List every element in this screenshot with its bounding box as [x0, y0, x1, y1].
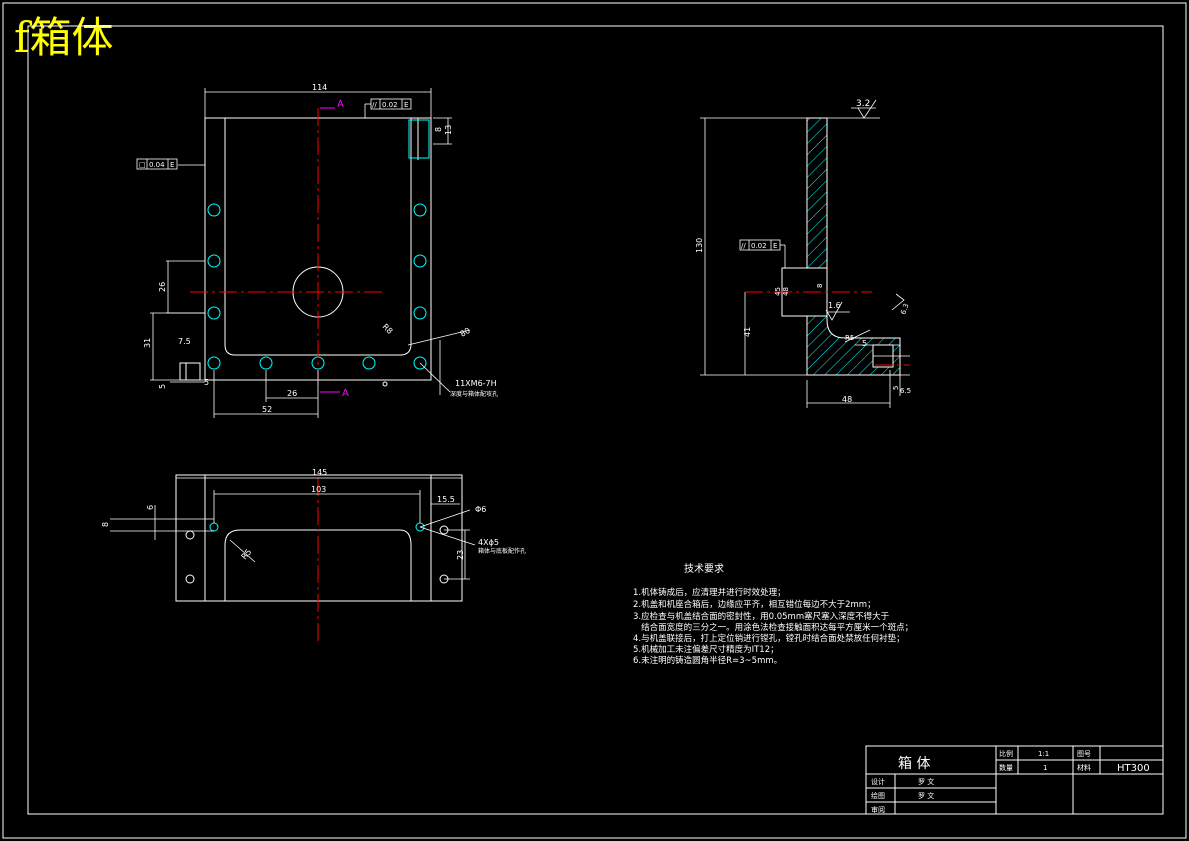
section-mark-top: A	[337, 99, 344, 110]
dim-front-5a: 5	[158, 384, 167, 389]
roughness-top: 3.2	[851, 99, 877, 119]
dim-front-8: 8	[434, 127, 443, 132]
dim-bottom-15-5: 15.5	[437, 495, 455, 504]
tech-requirements: 技术要求 1.机体铸成后，应清理并进行时效处理； 2.机盖和机座合箱后，边缘应平…	[633, 562, 913, 666]
inner-frame	[27, 25, 1164, 815]
tb-reviewer-label: 审阅	[871, 805, 885, 814]
front-dimensions	[150, 88, 471, 418]
dim-bottom-23: 23	[456, 550, 465, 560]
section-mark-bottom: A	[342, 388, 349, 399]
dim-section-45: 45	[774, 287, 782, 296]
tol-section-par-datum: E	[773, 242, 777, 250]
tol-front-flat-value: 0.04	[149, 161, 165, 169]
dim-bottom-phi6: Φ6	[475, 505, 486, 514]
tech-heading: 技术要求	[684, 562, 724, 575]
tol-front-par-datum: E	[404, 101, 408, 109]
tb-qty-value: 1	[1043, 764, 1047, 772]
tb-designer-name: 罗 文	[918, 777, 934, 786]
tech-line-7: 6.未注明的铸造圆角半径R=3~5mm。	[633, 655, 782, 666]
bottom-view	[175, 474, 463, 602]
tb-material-value: HT300	[1117, 763, 1150, 774]
tech-line-5: 4.与机盖联接后，打上定位销进行镗孔，镗孔时结合面处禁放任何衬垫；	[633, 633, 905, 644]
dim-section-48h: 48	[842, 395, 852, 404]
tb-drafter-name: 罗 文	[918, 791, 934, 800]
bottom-dimensions	[110, 477, 476, 580]
tap-note: 11XM6-7H	[455, 379, 497, 388]
roughness-mid-value: 1.6	[828, 301, 841, 310]
tol-frame-parallel-section: // 0.02 E	[739, 239, 786, 268]
front-centerlines	[190, 108, 384, 392]
dim-section-r5: R5	[845, 334, 854, 342]
dim-front-r8: R8	[381, 322, 395, 336]
dim-front-80: 80	[459, 326, 472, 339]
tech-line-4: 结合面宽度的三分之一。用涂色法检查接触面积达每平方厘米一个斑点；	[633, 622, 913, 633]
front-view	[179, 117, 432, 387]
tb-scale-label: 比例	[999, 749, 1013, 758]
roughness-side-value: 6.3	[899, 302, 910, 315]
dim-section-5s: 5	[892, 386, 900, 390]
dim-bottom-6: 6	[146, 505, 155, 510]
dim-front-7-5: 7.5	[178, 337, 191, 346]
dim-bottom-145: 145	[312, 468, 327, 477]
sheet-title: f箱体	[14, 13, 114, 62]
dim-front-width: 114	[312, 83, 327, 92]
tb-scale-value: 1:1	[1038, 750, 1049, 758]
dim-front-13: 13	[444, 125, 453, 135]
tol-section-par-symbol: //	[741, 242, 746, 250]
dim-front-26v: 26	[158, 282, 167, 292]
dim-front-5b: 5	[204, 378, 209, 387]
tap-sub-note: 深度与箱体配攻孔	[450, 390, 498, 398]
bottom-hole-note: 4Xϕ5	[478, 538, 499, 547]
tech-line-2: 2.机盖和机座合箱后，边缘应平齐，相互错位每边不大于2mm；	[633, 599, 876, 610]
dim-front-31: 31	[143, 338, 152, 348]
tb-material-label: 材料	[1077, 763, 1091, 772]
dim-section-48: 48	[782, 287, 790, 296]
hole-group-left	[207, 203, 221, 370]
tol-front-par-value: 0.02	[382, 101, 398, 109]
hole-group-right	[413, 203, 427, 370]
dim-bottom-103: 103	[311, 485, 326, 494]
tech-line-3: 3.应检查与机盖结合面的密封性，用0.05mm塞尺塞入深度不得大于	[633, 611, 890, 622]
tol-front-flat-datum: E	[170, 161, 174, 169]
tol-front-flat-symbol: □	[139, 161, 146, 169]
roughness-top-value: 3.2	[856, 99, 870, 109]
bottom-outer-outline	[175, 474, 463, 602]
bottom-inner-pocket	[224, 529, 412, 601]
dim-section-130: 130	[695, 238, 704, 253]
dim-section-5: 5	[862, 339, 867, 348]
tol-section-par-value: 0.02	[751, 242, 767, 250]
section-centerlines	[745, 291, 910, 366]
tol-frame-flat-front: □ 0.04 E	[136, 158, 178, 170]
roughness-side: 6.3	[891, 293, 911, 316]
bottom-hole-sub-note: 箱体与底板配作孔	[478, 547, 526, 555]
tol-front-par-symbol: //	[372, 101, 377, 109]
dim-section-41: 41	[743, 327, 752, 337]
tech-line-6: 5.机械加工未注偏差尺寸精度为IT12；	[633, 644, 779, 655]
tb-designer-label: 设计	[871, 777, 885, 786]
tol-frame-parallel-front: // 0.02 E	[364, 98, 412, 118]
title-block	[865, 745, 1164, 815]
tb-qty-label: 数量	[999, 763, 1013, 772]
dim-front-26h: 26	[287, 389, 297, 398]
tb-part-name: 箱 体	[898, 756, 930, 772]
dim-bottom-8: 8	[101, 522, 110, 527]
roughness-mid: 1.6	[825, 301, 843, 321]
tb-drafter-label: 绘图	[871, 791, 885, 800]
dim-front-52: 52	[262, 405, 272, 414]
dim-section-8: 8	[816, 284, 824, 288]
tech-line-1: 1.机体铸成后，应清理并进行时效处理；	[633, 587, 786, 598]
dim-section-6-5: 6.5	[900, 387, 911, 395]
tb-drawing-no-label: 图号	[1077, 750, 1091, 758]
